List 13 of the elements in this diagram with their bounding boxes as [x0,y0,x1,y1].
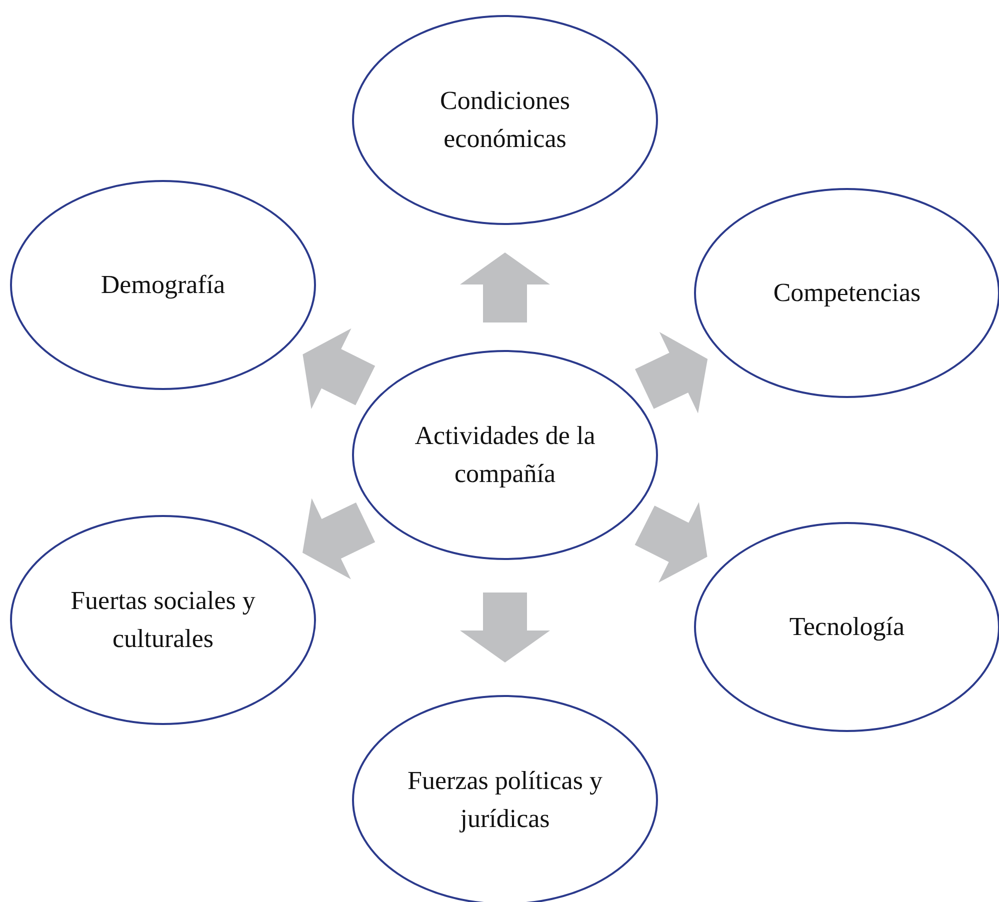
block-arrow [635,332,708,414]
block-arrow [634,502,708,583]
block-arrow [302,498,376,580]
node-label: Competencias [773,277,921,309]
block-arrow [460,252,550,322]
node-label: Tecnología [789,611,905,643]
node-label: Demografía [100,269,226,301]
block-arrow [460,592,550,662]
block-arrow [302,328,376,409]
node-label: Actividades de la compañía [414,420,596,490]
node-label: Fuertas sociales y culturales [70,585,256,655]
node-label: Condiciones económicas [439,85,571,155]
node-label: Fuerzas políticas y jurídicas [406,765,604,835]
